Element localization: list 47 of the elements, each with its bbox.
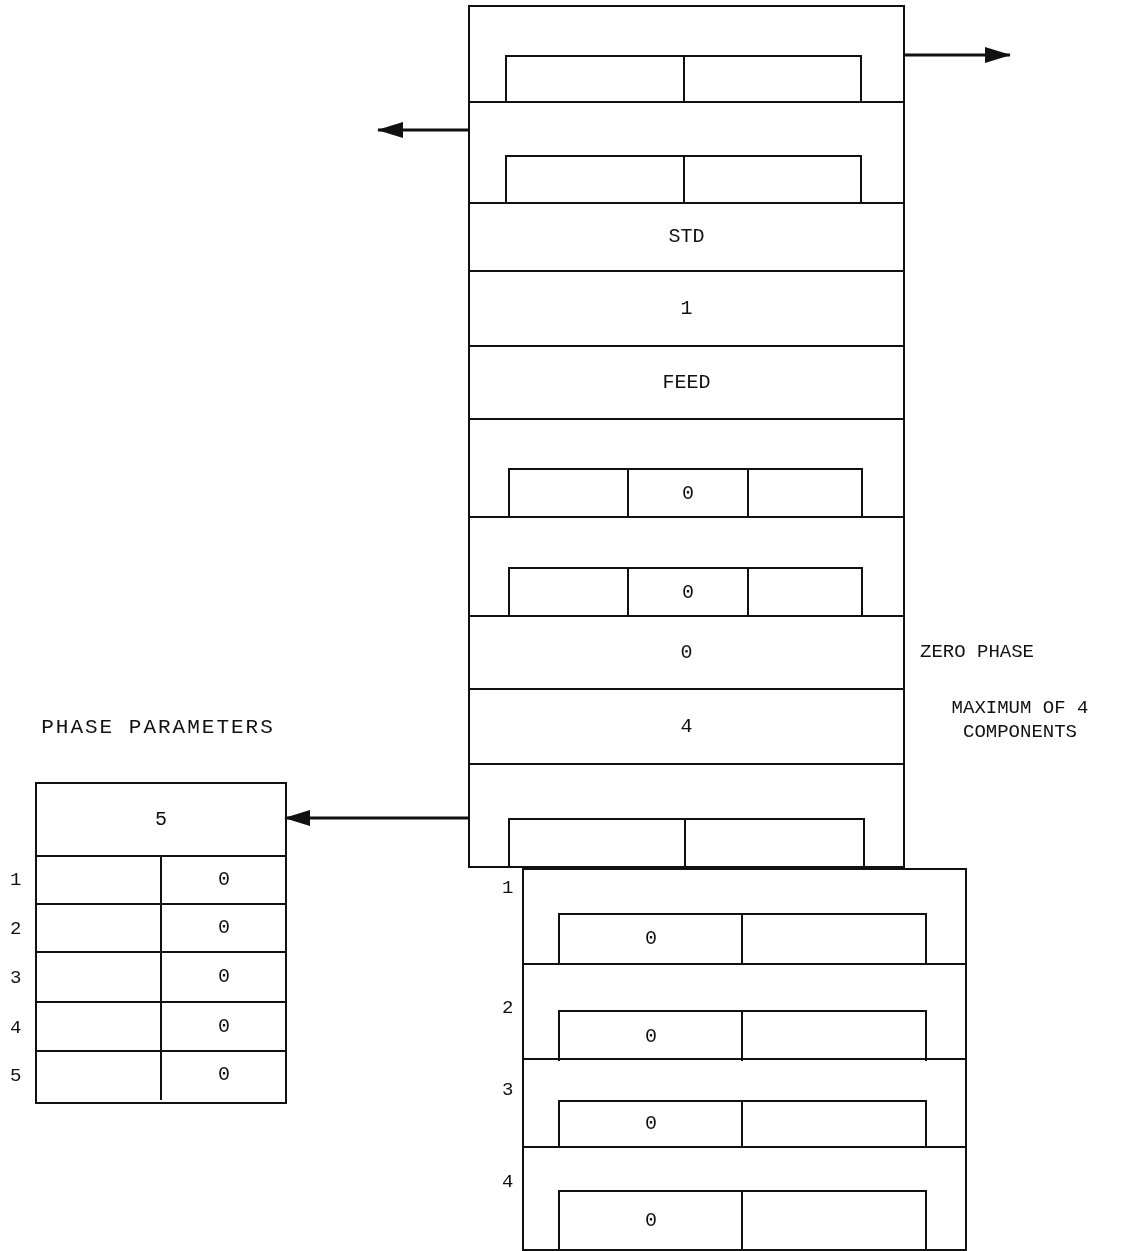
field-value: 0 xyxy=(644,1111,658,1137)
record-row xyxy=(37,857,285,905)
row-number: 2 xyxy=(10,917,22,941)
field-value: 1 xyxy=(679,295,694,322)
field-value: FEED xyxy=(661,369,712,396)
field-value: 0 xyxy=(217,964,231,990)
field-value: 0 xyxy=(217,867,231,893)
row-number: 5 xyxy=(10,1064,22,1088)
index-number: 1 xyxy=(502,876,515,900)
index-number: 2 xyxy=(502,996,515,1020)
arrow xyxy=(284,810,470,826)
field-box xyxy=(505,55,862,101)
annotation-text: ZERO PHASE xyxy=(920,640,1036,664)
record-row xyxy=(37,905,285,953)
field-value: 4 xyxy=(679,713,694,740)
field-value: 0 xyxy=(644,1207,658,1234)
field-box xyxy=(505,155,862,203)
annotation-text: MAXIMUM OF 4 COMPONENTS xyxy=(950,696,1090,744)
field-box xyxy=(558,1100,927,1146)
field-value: 0 xyxy=(679,639,694,666)
field-box xyxy=(508,567,863,617)
field-value: 0 xyxy=(217,1062,231,1088)
field-box xyxy=(508,818,865,866)
arrow xyxy=(377,122,470,138)
record-box xyxy=(468,5,905,868)
field-value: 0 xyxy=(681,580,695,606)
field-value: 0 xyxy=(644,1023,658,1050)
table-heading: PHASE PARAMETERS xyxy=(40,714,276,741)
record-row xyxy=(37,953,285,1003)
field-value: 0 xyxy=(217,1013,231,1040)
field-box xyxy=(558,913,927,963)
row-number: 1 xyxy=(10,868,22,892)
field-box xyxy=(558,1010,927,1061)
record-box xyxy=(522,868,967,1251)
field-value: 5 xyxy=(154,806,168,833)
field-box xyxy=(508,468,863,518)
field-value: STD xyxy=(667,224,706,250)
field-value: 0 xyxy=(644,926,658,952)
field-value: 0 xyxy=(217,915,231,941)
index-number: 3 xyxy=(502,1078,515,1102)
field-box xyxy=(558,1190,927,1249)
field-value: 0 xyxy=(681,481,695,507)
index-number: 4 xyxy=(502,1170,515,1194)
arrow xyxy=(903,47,1011,63)
row-number: 4 xyxy=(10,1016,22,1040)
record-row xyxy=(37,1003,285,1052)
row-number: 3 xyxy=(10,966,22,990)
